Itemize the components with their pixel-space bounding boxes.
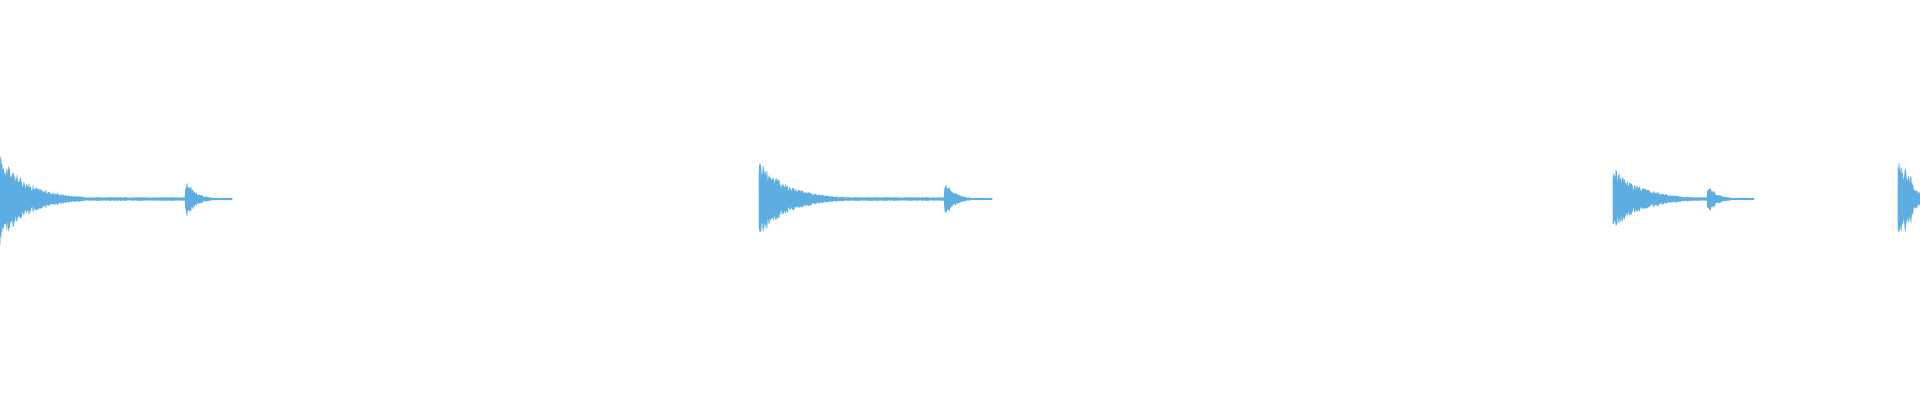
- waveform-group: [0, 156, 1920, 246]
- waveform-segment-1: [0, 156, 233, 246]
- waveform-segment-4: [1897, 162, 1920, 232]
- waveform-segment-3: [1612, 169, 1755, 227]
- waveform-segment-2: [758, 163, 993, 233]
